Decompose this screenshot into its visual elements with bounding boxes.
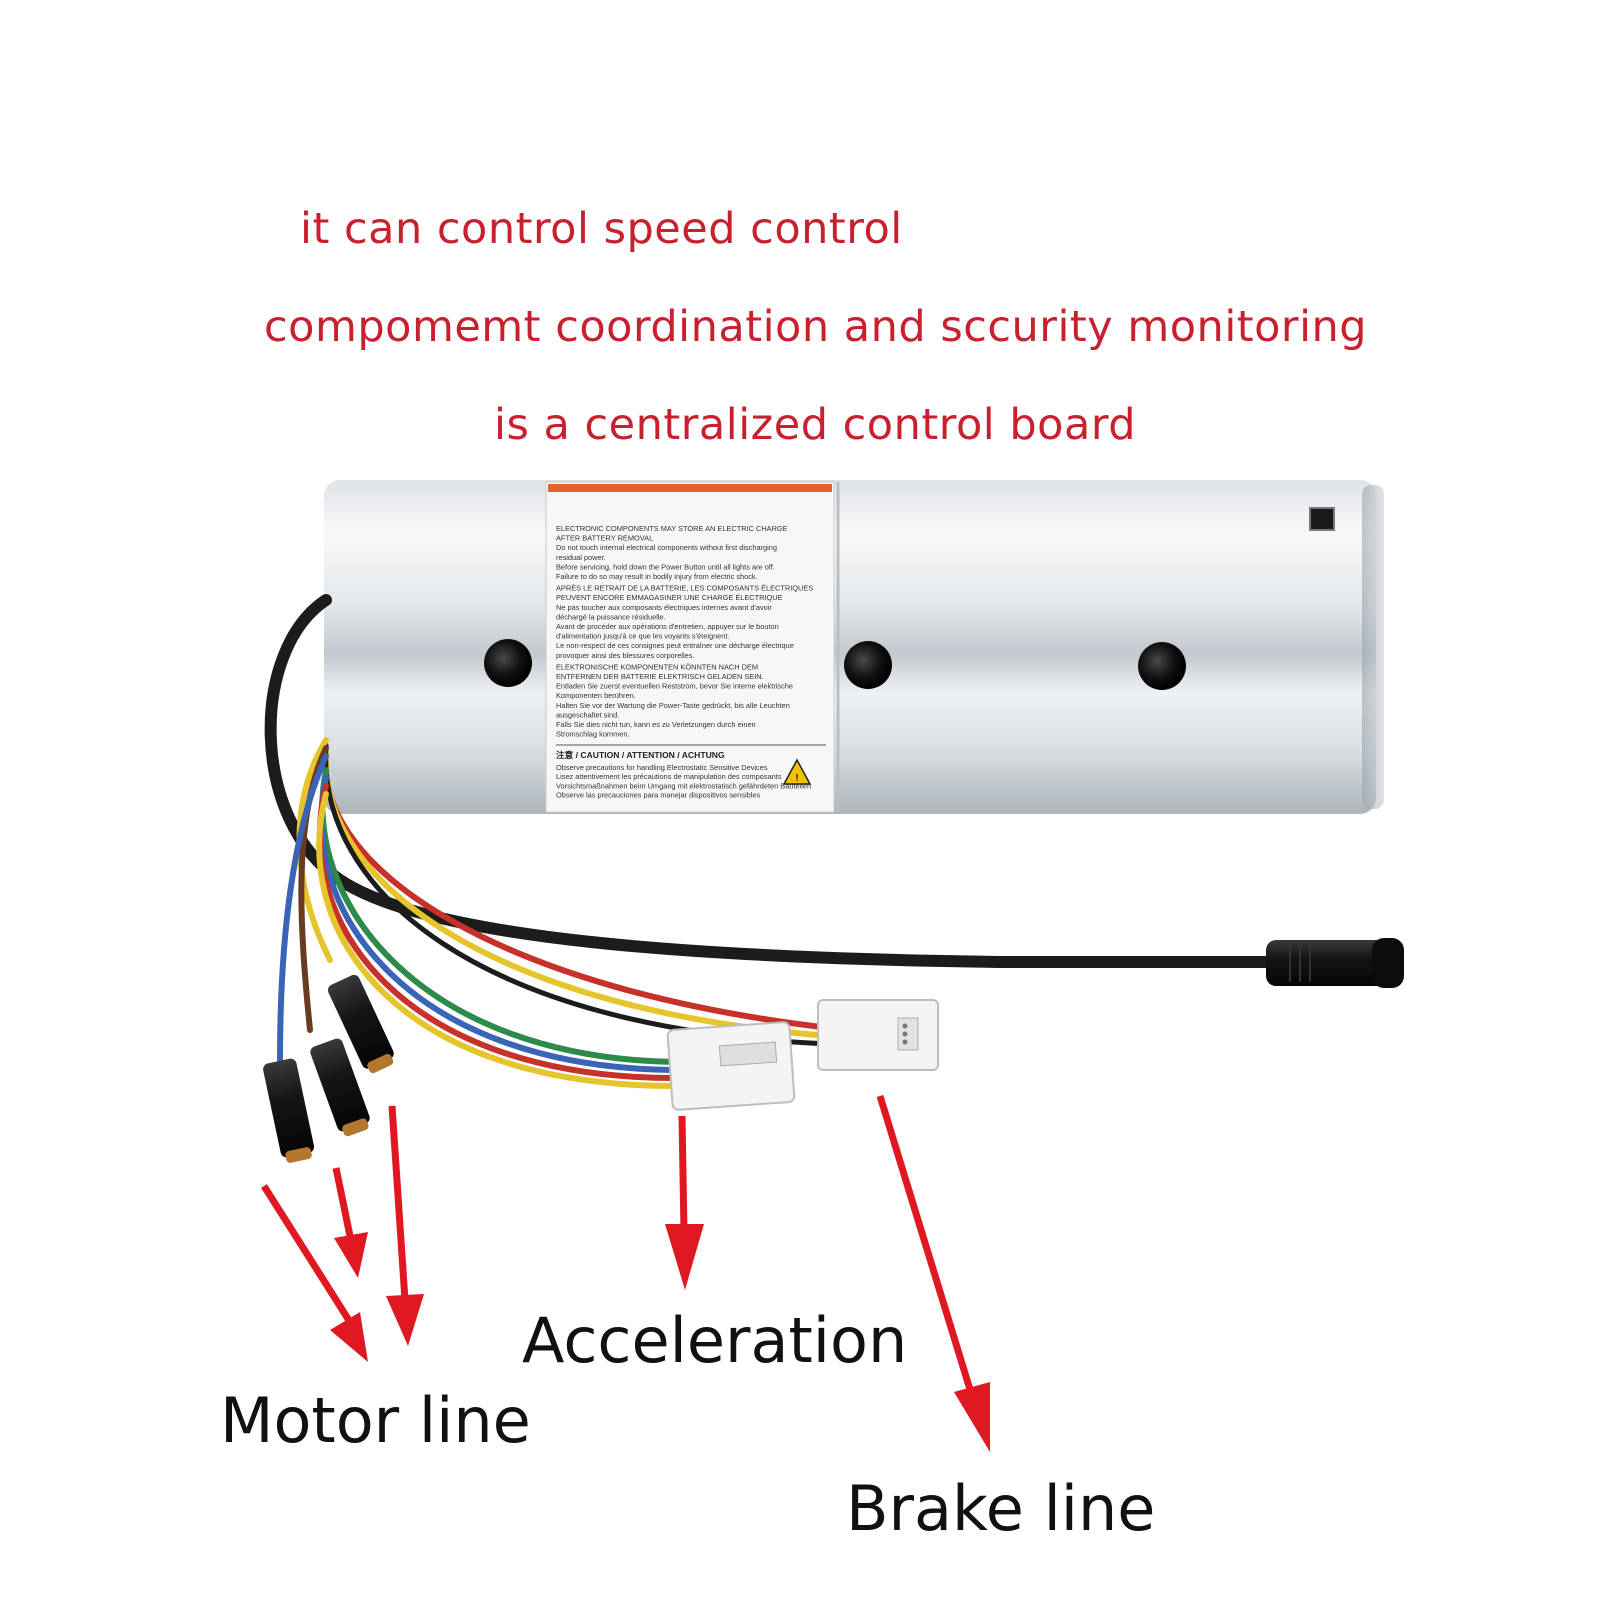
warning-text-block: ELECTRONIC COMPONENTS MAY STORE AN ELECT…: [556, 524, 813, 800]
warning-text-line: Ne pas toucher aux composants électrique…: [556, 603, 772, 612]
warning-text-line: 注意 / CAUTION / ATTENTION / ACHTUNG: [556, 749, 725, 760]
acceleration-arrow: [665, 1115, 704, 1290]
aluminum-housing: [324, 480, 1384, 814]
warning-text-line: Halten Sie vor der Wartung die Power-Tas…: [556, 701, 790, 710]
port-icon: [1309, 507, 1335, 531]
svg-text:!: !: [795, 773, 798, 784]
acceleration-label: Acceleration: [522, 1304, 908, 1377]
screw-icon: [1138, 642, 1186, 690]
esd-warning-icon: !: [782, 758, 812, 785]
description-line-2: compomemt coordination and sccurity moni…: [264, 302, 1368, 352]
warning-text-line: ELEKTRONISCHE KOMPONENTEN KÖNNTEN NACH D…: [556, 662, 758, 671]
warning-text-line: Entladen Sie zuerst eventuellen Reststro…: [556, 682, 793, 691]
warning-text-line: Stromschlag kommen.: [556, 730, 630, 739]
warning-text-line: Before servicing, hold down the Power Bu…: [556, 562, 775, 571]
warning-text-line: provoquer ainsi des blessures corporelle…: [556, 651, 694, 660]
motor-arrow-1: [261, 1184, 368, 1362]
brake-connector: [817, 999, 939, 1071]
description-line-1: it can control speed control: [300, 204, 903, 254]
main-connector: [1266, 938, 1404, 988]
warning-text-line: Observe precautions for handling Electro…: [556, 763, 768, 772]
warning-text-line: Avant de procéder aux opérations d'entre…: [556, 622, 779, 631]
brake-line-label: Brake line: [846, 1472, 1156, 1545]
warning-text-line: Komponenten berühren.: [556, 691, 636, 700]
warning-text-line: d'alimentation jusqu'à ce que les voyant…: [556, 632, 730, 641]
screw-icon: [484, 639, 532, 687]
motor-arrow-3: [386, 1105, 424, 1346]
warning-text-line: ENTFERNEN DER BATTERIE ELEKTRISCH GELADE…: [556, 672, 764, 681]
warning-text-line: Lisez attentivement les précautions de m…: [556, 772, 782, 781]
warning-text-line: déchargé la puissance résiduelle.: [556, 612, 666, 621]
description-line-3: is a centralized control board: [494, 400, 1137, 450]
warning-text-line: Observe las precauciones para manejar di…: [556, 791, 760, 800]
warning-text-line: ELECTRONIC COMPONENTS MAY STORE AN ELECT…: [556, 524, 788, 533]
warning-text-line: PEUVENT ENCORE EMMAGASINER UNE CHARGE ÉL…: [556, 593, 783, 602]
motor-connectors: [263, 974, 394, 1163]
warning-text-line: ausgeschaltet sind.: [556, 710, 619, 719]
motor-arrow-2: [332, 1167, 368, 1278]
brake-arrow: [876, 1094, 990, 1452]
wire-harness: [264, 594, 1274, 1090]
screw-icon: [844, 641, 892, 689]
warning-text-line: APRÈS LE RETRAIT DE LA BATTERIE, LES COM…: [556, 584, 813, 593]
motor-line-label: Motor line: [220, 1384, 531, 1457]
warning-text-line: Failure to do so may result in bodily in…: [556, 572, 758, 581]
warning-label: ELECTRONIC COMPONENTS MAY STORE AN ELECT…: [545, 481, 835, 813]
warning-text-line: residual power.: [556, 553, 606, 562]
warning-text-line: Falls Sie dies nicht tun, kann es zu Ver…: [556, 720, 756, 729]
acceleration-connector: [666, 1021, 796, 1111]
warning-text-line: Le non-respect de ces consignes peut ent…: [556, 641, 794, 650]
warning-text-line: Vorsichtsmaßnahmen beim Umgang mit elekt…: [556, 781, 811, 790]
warning-text-line: AFTER BATTERY REMOVAL: [556, 534, 653, 543]
warning-text-line: Do not touch internal electrical compone…: [556, 543, 777, 552]
